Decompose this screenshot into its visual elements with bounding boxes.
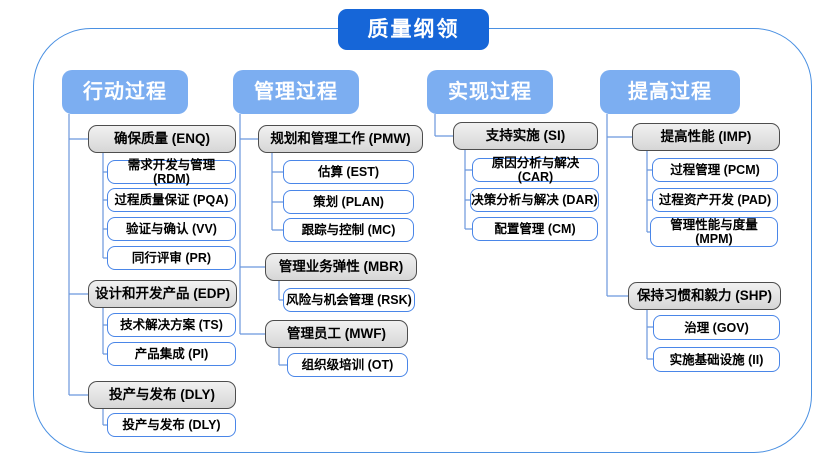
group-box-shp: 保持习惯和毅力 (SHP) [628, 282, 781, 310]
group-box-dly: 投产与发布 (DLY) [88, 381, 236, 409]
leaf-box-vv: 验证与确认 (VV) [107, 217, 236, 241]
leaf-box-pr: 同行评审 (PR) [107, 246, 236, 270]
leaf-box-plan: 策划 (PLAN) [283, 190, 414, 214]
diagram-title: 质量纲领 [338, 9, 489, 50]
leaf-box-pqa: 过程质量保证 (PQA) [107, 188, 236, 212]
leaf-box-est: 估算 (EST) [283, 160, 414, 184]
leaf-box-dar: 决策分析与解决 (DAR) [470, 188, 599, 212]
group-box-pmw: 规划和管理工作 (PMW) [258, 125, 423, 153]
column-header-action-process: 行动过程 [62, 70, 188, 114]
leaf-box-ii: 实施基础设施 (II) [653, 347, 780, 372]
leaf-box-pi: 产品集成 (PI) [107, 342, 236, 366]
group-box-mbr: 管理业务弹性 (MBR) [265, 253, 417, 281]
group-box-edp: 设计和开发产品 (EDP) [88, 280, 237, 308]
column-header-management-process: 管理过程 [233, 70, 359, 114]
leaf-box-dly: 投产与发布 (DLY) [107, 413, 236, 437]
group-box-mwf: 管理员工 (MWF) [265, 320, 408, 348]
leaf-box-rdm: 需求开发与管理 (RDM) [107, 158, 236, 186]
leaf-box-car: 原因分析与解决 (CAR) [472, 156, 599, 184]
column-header-realization-process: 实现过程 [427, 70, 553, 114]
leaf-box-ts: 技术解决方案 (TS) [107, 313, 236, 337]
group-box-si: 支持实施 (SI) [453, 122, 598, 150]
group-box-enq: 确保质量 (ENQ) [88, 125, 236, 153]
leaf-box-mc: 跟踪与控制 (MC) [283, 218, 414, 242]
leaf-box-pcm: 过程管理 (PCM) [652, 158, 778, 182]
leaf-box-mpm: 管理性能与度量 (MPM) [650, 217, 778, 247]
leaf-box-ot: 组织级培训 (OT) [287, 353, 408, 377]
leaf-box-gov: 治理 (GOV) [653, 315, 780, 340]
column-header-improvement-process: 提高过程 [600, 70, 740, 114]
leaf-box-pad: 过程资产开发 (PAD) [652, 188, 778, 212]
leaf-box-rsk: 风险与机会管理 (RSK) [283, 288, 415, 312]
leaf-box-cm: 配置管理 (CM) [472, 217, 598, 241]
group-box-imp: 提高性能 (IMP) [632, 123, 780, 151]
